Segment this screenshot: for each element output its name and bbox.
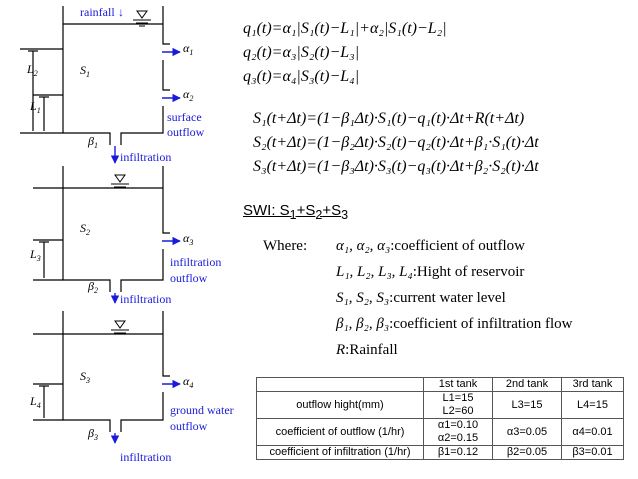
table-header: 3rd tank	[561, 377, 624, 392]
beta-label-1: β1	[87, 134, 98, 150]
infiltration-label-3: infiltration	[120, 450, 171, 464]
water-level-symbol	[111, 320, 129, 334]
beta-label-2: β2	[87, 279, 98, 295]
where-row: S₁, S₂, S₃:current water level	[336, 290, 506, 306]
infiltration-outflow-label-line1: infiltration	[170, 255, 221, 269]
outflow-label-a2: α2	[183, 87, 193, 103]
table-cell: coefficient of outflow (1/hr)	[256, 418, 424, 446]
table-cell: outflow hight(mm)	[256, 391, 424, 419]
groundwater-outflow-label-line1: ground water	[170, 403, 234, 417]
surface-outflow-label-line2: outflow	[167, 125, 205, 139]
table-cell: coefficient of infiltration (1/hr)	[256, 445, 424, 460]
height-label-L1: L1	[29, 99, 41, 115]
table-header: 1st tank	[423, 377, 493, 392]
tank1-level-label: S1	[80, 63, 90, 79]
equation-q3: q₃(t)=α₄|S₃(t)−L₄|	[243, 68, 360, 85]
outflow-label-a4: α4	[183, 374, 193, 390]
surface-outflow-label-line1: surface	[167, 110, 202, 124]
table-row: coefficient of infiltration (1/hr) β1=0.…	[256, 445, 624, 460]
swi-formula: SWI: S1+S2+S3	[243, 202, 349, 222]
table-cell: β3=0.01	[561, 445, 624, 460]
where-heading: Where:	[263, 238, 308, 254]
beta-label-3: β3	[87, 426, 98, 442]
where-row: β₁, β₂, β₃:coefficient of infiltration f…	[336, 316, 573, 332]
table-cell: β2=0.05	[492, 445, 562, 460]
equation-q2: q₂(t)=α₃|S₂(t)−L₃|	[243, 44, 360, 61]
infiltration-label-2: infiltration	[120, 292, 171, 306]
tank-model-diagram: rainfall ↓ S1 L2 L1 α1 α2 surface outflo…	[20, 5, 234, 464]
where-row: L₁, L₂, L₃, L₄:Hight of reservoir	[336, 264, 525, 280]
table-cell: L3=15	[492, 391, 562, 419]
where-row: α₁, α₂, α₃:coefficient of outflow	[336, 238, 525, 254]
equation-s1: S₁(t+Δt)=(1−β₁Δt)·S₁(t)−q₁(t)·Δt+R(t+Δt)	[253, 110, 525, 127]
table-header	[256, 377, 424, 392]
table-cell: α3=0.05	[492, 418, 562, 446]
rainfall-label: rainfall	[80, 5, 115, 19]
equation-s3: S₃(t+Δt)=(1−β₃Δt)·S₃(t)−q₃(t)·Δt+β₂·S₂(t…	[253, 158, 539, 175]
outflow-label-a1: α1	[183, 41, 193, 57]
tank-3	[33, 311, 170, 432]
groundwater-outflow-label-line2: outflow	[170, 419, 208, 433]
table-cell: L4=15	[561, 391, 624, 419]
tank-2	[33, 166, 170, 292]
equation-s2: S₂(t+Δt)=(1−β₂Δt)·S₂(t)−q₂(t)·Δt+β₁·S₁(t…	[253, 134, 539, 151]
tank2-level-label: S2	[80, 221, 90, 237]
equation-q1: q₁(t)=α₁|S₁(t)−L₁|+α₂|S₁(t)−L₂|	[243, 20, 447, 37]
table-cell: β1=0.12	[423, 445, 493, 460]
table-header-row: 1st tank 2nd tank 3rd tank	[256, 377, 624, 392]
rainfall-arrow-icon: ↓	[118, 5, 124, 19]
outflow-label-a3: α3	[183, 231, 193, 247]
height-label-L4: L4	[29, 394, 41, 410]
table-header: 2nd tank	[492, 377, 562, 392]
table-cell: α4=0.01	[561, 418, 624, 446]
parameter-table: 1st tank 2nd tank 3rd tank outflow hight…	[256, 377, 624, 460]
water-level-symbol	[133, 10, 151, 27]
height-label-L2: L2	[26, 62, 38, 78]
where-row: R:Rainfall	[336, 342, 398, 358]
tank-1	[20, 6, 170, 145]
tank3-level-label: S3	[80, 369, 90, 385]
infiltration-label-1: infiltration	[120, 150, 171, 164]
height-label-L3: L3	[29, 247, 41, 263]
infiltration-outflow-label-line2: outflow	[170, 271, 208, 285]
water-level-symbol	[111, 174, 129, 188]
